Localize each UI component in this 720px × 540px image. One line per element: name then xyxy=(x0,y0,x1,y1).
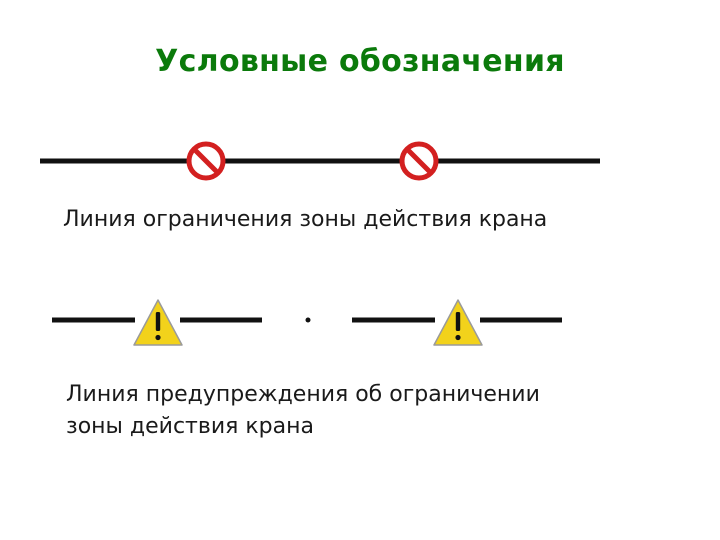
prohibition-icon xyxy=(399,141,439,181)
restriction-line-caption: Линия ограничения зоны действия крана xyxy=(63,204,547,236)
caption-line: зоны действия крана xyxy=(66,414,314,439)
restriction-line xyxy=(40,141,600,181)
legend-title: Условные обозначения xyxy=(155,44,565,79)
warning-triangle-icon xyxy=(433,299,483,346)
warning-line xyxy=(52,299,562,346)
warning-triangle-icon xyxy=(133,299,183,346)
warning-line-caption: Линия предупреждения об ограничении зоны… xyxy=(66,379,540,443)
caption-line: Линия предупреждения об ограничении xyxy=(66,382,540,407)
prohibition-icon xyxy=(186,141,226,181)
caption-line: Линия ограничения зоны действия крана xyxy=(63,207,548,232)
warning-line-dot xyxy=(305,317,311,323)
